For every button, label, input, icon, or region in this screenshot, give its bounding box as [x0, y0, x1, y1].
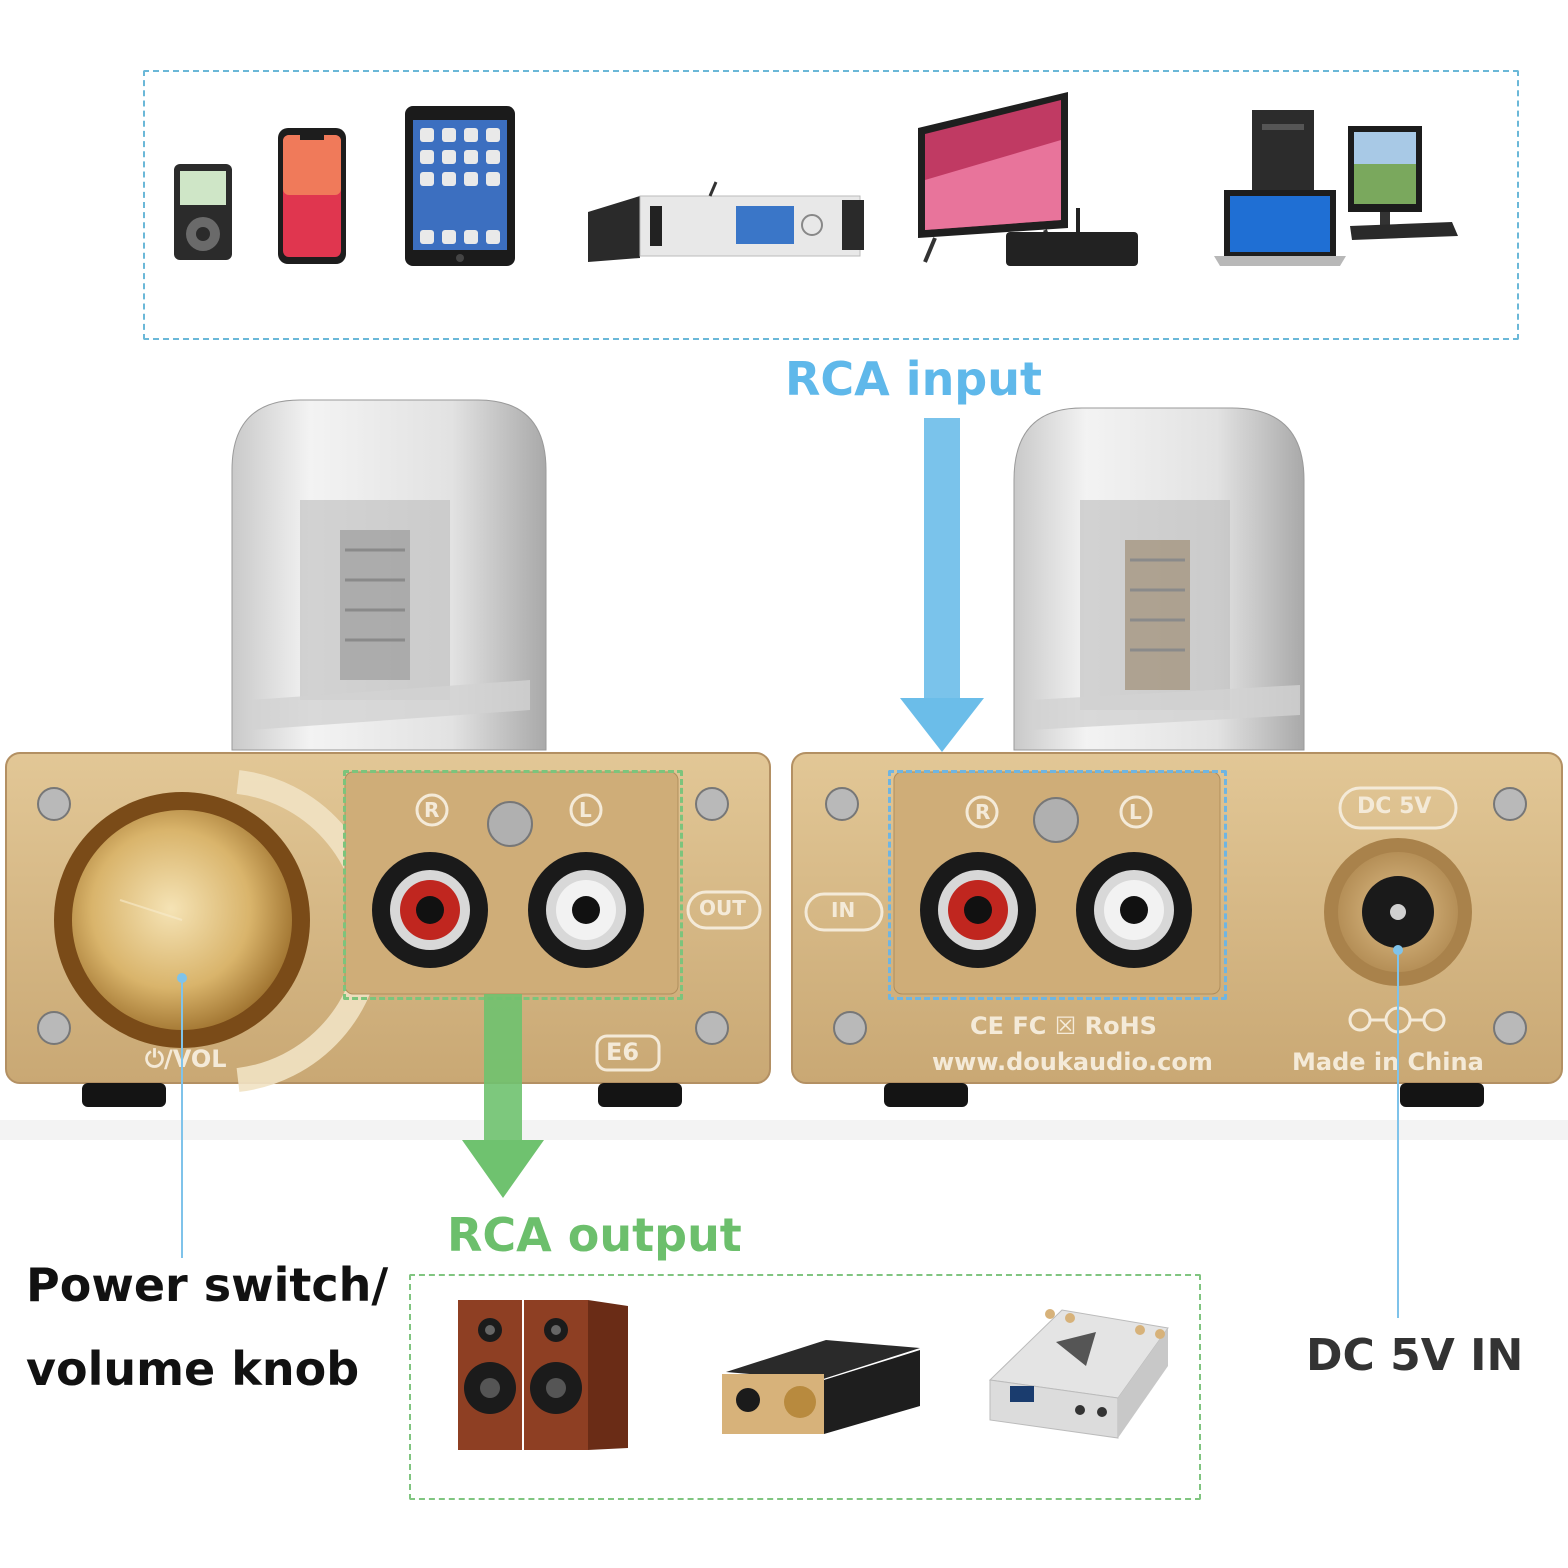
rca-input-arrow	[900, 418, 984, 752]
bookshelf-speakers-icon	[458, 1300, 628, 1450]
power-switch-label-line2: volume knob	[26, 1342, 360, 1396]
front-vol-label: ⏻/VOL	[145, 1045, 227, 1073]
rca-input-label: RCA input	[785, 352, 1042, 406]
computers-icon	[1214, 110, 1458, 266]
dc-power-jack[interactable]	[1324, 838, 1472, 986]
screw-icon	[833, 1011, 867, 1045]
dc-in-label: DC 5V IN	[1306, 1330, 1524, 1381]
rca-output-label: RCA output	[447, 1208, 742, 1262]
screw-icon	[1493, 787, 1527, 821]
network-streamer-icon	[588, 181, 864, 262]
vacuum-tube-right	[1013, 407, 1305, 751]
rca-in-left-jack[interactable]	[1076, 852, 1192, 968]
output-devices-illustrations	[458, 1300, 1169, 1450]
rear-dc-label: DC 5V	[1357, 794, 1432, 819]
rear-in-label: IN	[831, 898, 856, 922]
tv-with-tv-box-icon	[918, 92, 1138, 266]
screw-icon	[487, 801, 533, 847]
smartphone-icon	[278, 128, 346, 264]
mp3-player-icon	[174, 164, 232, 260]
front-channel-left-label: L	[579, 798, 592, 822]
screw-icon	[1033, 797, 1079, 843]
rear-website: www.doukaudio.com	[932, 1048, 1213, 1076]
rca-input-highlight	[888, 770, 1227, 1000]
rca-out-right-jack[interactable]	[372, 852, 488, 968]
screw-icon	[695, 1011, 729, 1045]
screw-icon	[825, 787, 859, 821]
rear-channel-right-label: R	[975, 800, 991, 824]
front-out-label: OUT	[699, 896, 746, 920]
front-channel-right-label: R	[424, 798, 440, 822]
floor-reflection	[0, 1120, 1568, 1140]
front-model-label: E6	[606, 1038, 640, 1066]
screw-icon	[37, 1011, 71, 1045]
source-devices-box	[143, 70, 1519, 340]
rear-panel	[791, 752, 1563, 1084]
digital-amplifier-icon	[988, 1309, 1169, 1439]
rear-channel-left-label: L	[1129, 800, 1142, 824]
tablet-icon	[405, 106, 515, 266]
screw-icon	[37, 787, 71, 821]
power-amplifier-icon	[722, 1340, 920, 1434]
rca-in-right-jack[interactable]	[920, 852, 1036, 968]
rear-certifications: CE FC ☒ RoHS	[970, 1012, 1157, 1040]
source-devices-illustrations	[174, 92, 1458, 266]
power-switch-label-line1: Power switch/	[26, 1258, 389, 1312]
front-panel	[5, 752, 771, 1092]
screw-icon	[1493, 1011, 1527, 1045]
device-feet	[82, 1083, 1484, 1107]
product-illustration	[0, 399, 1568, 1140]
output-devices-box	[409, 1274, 1201, 1500]
rca-output-arrow	[462, 994, 544, 1198]
vacuum-tube-left	[231, 399, 547, 751]
rca-out-left-jack[interactable]	[528, 852, 644, 968]
rear-origin: Made in China	[1292, 1048, 1484, 1076]
screw-icon	[695, 787, 729, 821]
